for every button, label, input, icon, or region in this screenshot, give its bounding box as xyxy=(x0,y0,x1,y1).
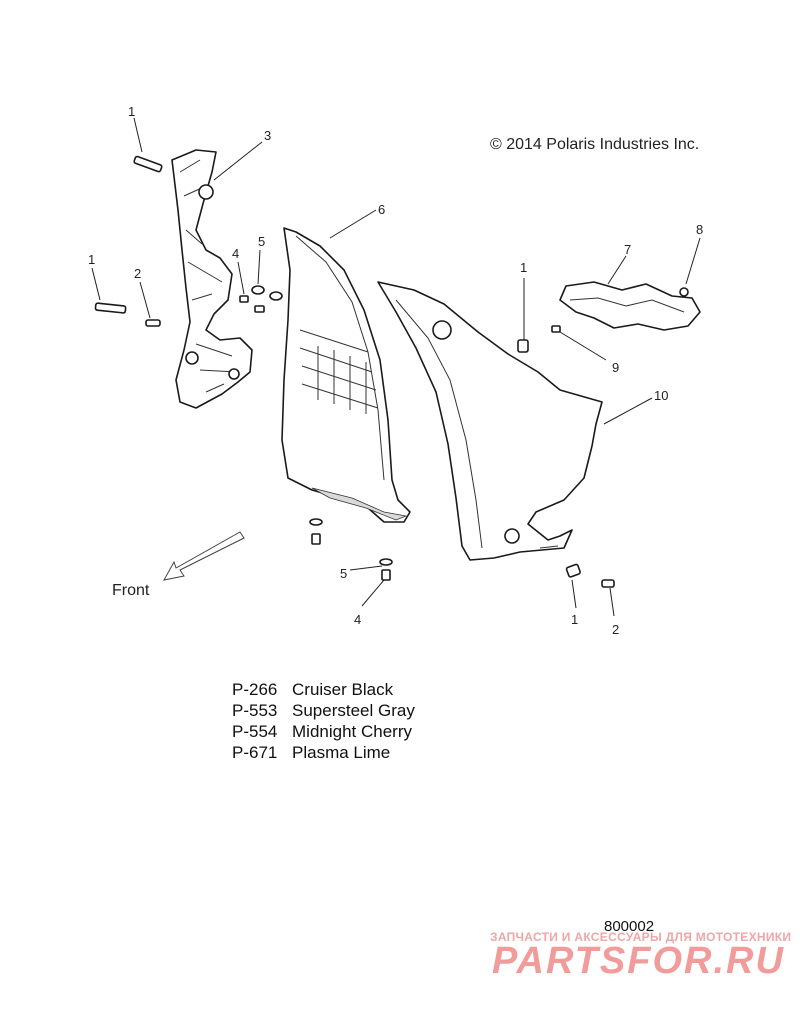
color-option: P-554 Midnight Cherry xyxy=(232,721,415,742)
callout-8: 8 xyxy=(696,222,703,237)
leader-lines xyxy=(91,117,701,617)
fasteners xyxy=(94,155,615,588)
callout-1: 1 xyxy=(128,104,135,119)
callout-9: 9 xyxy=(612,360,619,375)
callout-6: 6 xyxy=(378,202,385,217)
front-label: Front xyxy=(112,582,150,599)
callout-2: 2 xyxy=(612,622,619,637)
color-name: Cruiser Black xyxy=(292,680,394,699)
color-option: P-266 Cruiser Black xyxy=(232,679,415,700)
part-side-panel xyxy=(377,281,603,561)
color-option: P-553 Supersteel Gray xyxy=(232,700,415,721)
callout-1: 1 xyxy=(520,260,527,275)
callout-1: 1 xyxy=(571,612,578,627)
callout-4: 4 xyxy=(354,612,361,627)
drawing-number: 800002 xyxy=(604,918,655,935)
callout-2: 2 xyxy=(134,266,141,281)
callout-5: 5 xyxy=(340,566,347,581)
color-option: P-671 Plasma Lime xyxy=(232,742,415,763)
color-code: P-553 xyxy=(232,701,278,720)
callout-7: 7 xyxy=(624,242,631,257)
part-inner-panel xyxy=(281,227,411,523)
callout-10: 10 xyxy=(654,388,668,403)
color-name: Plasma Lime xyxy=(292,743,391,762)
color-code: P-671 xyxy=(232,743,278,762)
watermark-logo: PARTSFOR.RU xyxy=(492,940,785,982)
callout-5: 5 xyxy=(258,234,265,249)
callout-1: 1 xyxy=(88,252,95,267)
callout-4: 4 xyxy=(232,246,239,261)
watermark-tagline: ЗАПЧАСТИ И АКСЕССУАРЫ ДЛЯ МОТОТЕХНИКИ xyxy=(490,930,792,944)
part-heat-shield xyxy=(559,281,701,331)
color-name: Midnight Cherry xyxy=(292,722,412,741)
copyright-notice: © 2014 Polaris Industries Inc. xyxy=(490,136,700,153)
color-name: Supersteel Gray xyxy=(292,701,415,720)
callouts: 1 3 6 7 8 4 5 1 2 1 9 10 5 4 1 2 xyxy=(88,104,703,637)
color-code: P-266 xyxy=(232,680,278,699)
color-code: P-554 xyxy=(232,722,278,741)
part-bracket xyxy=(171,149,253,409)
front-arrow-icon xyxy=(163,531,245,581)
callout-3: 3 xyxy=(264,128,271,143)
